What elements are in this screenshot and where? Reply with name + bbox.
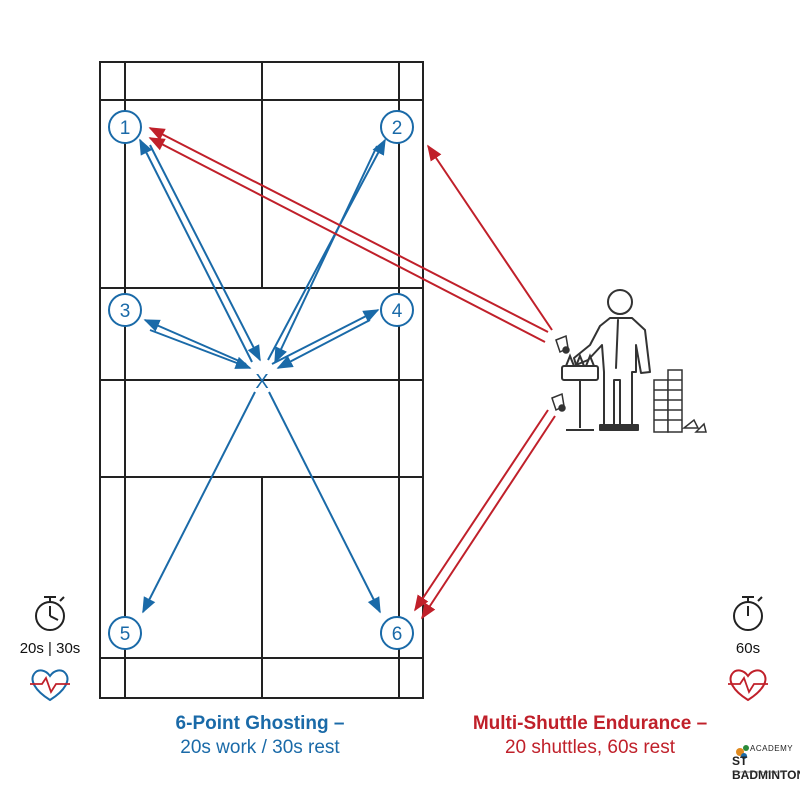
- ghosting-arrows: [139, 138, 386, 614]
- ghost-arrow-to-4: [271, 309, 380, 365]
- ghost-arrow-from-3: [149, 329, 252, 369]
- point-marker-2: 2: [380, 110, 414, 144]
- point-marker-5: 5: [108, 616, 142, 650]
- ghosting-timer-label: 20s | 30s: [19, 640, 81, 657]
- shuttle-arrow-to-6a: [414, 409, 549, 612]
- shuttle-tube-stack-icon: [653, 369, 707, 433]
- ghosting-caption: 6-Point Ghosting – 20s work / 30s rest: [100, 712, 420, 760]
- shuttle-arrow-to-1a: [148, 127, 549, 333]
- point-marker-3: 3: [108, 293, 142, 327]
- stopwatch-icon-right: [733, 596, 763, 631]
- point-label-6: 6: [392, 624, 403, 645]
- point-marker-6: 6: [380, 616, 414, 650]
- ghost-arrow-to-6: [268, 391, 381, 614]
- point-marker-4: 4: [380, 293, 414, 327]
- badminton-court: [99, 61, 424, 699]
- point-label-2: 2: [392, 118, 403, 139]
- multi-shuttle-caption-title: Multi-Shuttle Endurance –: [472, 713, 708, 734]
- ghost-arrow-to-3: [143, 319, 247, 365]
- ghost-arrow-from-2: [274, 145, 378, 364]
- stopwatch-icon-left: [35, 596, 65, 631]
- logo-line-academy: ACADEMY: [750, 744, 794, 753]
- multi-shuttle-caption-subtitle: 20 shuttles, 60s rest: [504, 736, 676, 758]
- point-label-5: 5: [120, 624, 131, 645]
- multi-shuttle-arrows: [148, 127, 556, 620]
- logo-line-badminton: ST BADMINTON: [732, 754, 800, 782]
- center-base-mark: X: [255, 371, 268, 393]
- academy-logo-mark: [736, 745, 749, 759]
- ghost-arrow-to-1: [139, 138, 253, 363]
- ghost-arrow-from-4: [276, 319, 371, 369]
- ghost-arrow-to-2: [267, 138, 386, 361]
- point-label-3: 3: [120, 301, 131, 322]
- heart-rate-icon-right: [728, 669, 768, 702]
- shuttle-arrow-to-1b: [148, 137, 546, 343]
- point-marker-1: 1: [108, 110, 142, 144]
- ghosting-caption-title: 6-Point Ghosting –: [175, 713, 345, 734]
- ghost-arrow-to-5: [142, 391, 256, 614]
- multi-shuttle-caption: Multi-Shuttle Endurance – 20 shuttles, 6…: [430, 712, 750, 760]
- shuttlecock-icon: [551, 334, 570, 412]
- shuttle-arrow-to-6b: [421, 415, 556, 620]
- shuttle-basket-icon: [561, 353, 599, 431]
- coach-figure-icon: [573, 289, 651, 431]
- logo-line-tagline: YOUR BADMINTON CLASS FOR LIFE: [732, 770, 785, 774]
- academy-logo: ACADEMY ST BADMINTON YOUR BADMINTON CLAS…: [728, 740, 800, 782]
- heart-rate-icon-left: [30, 669, 70, 702]
- ghost-arrow-from-1: [149, 144, 261, 362]
- point-label-1: 1: [120, 118, 131, 139]
- point-label-4: 4: [392, 301, 403, 322]
- multi-shuttle-timer-label: 60s: [735, 640, 761, 657]
- ghosting-caption-subtitle: 20s work / 30s rest: [180, 736, 340, 758]
- shuttle-arrow-to-2: [427, 144, 553, 331]
